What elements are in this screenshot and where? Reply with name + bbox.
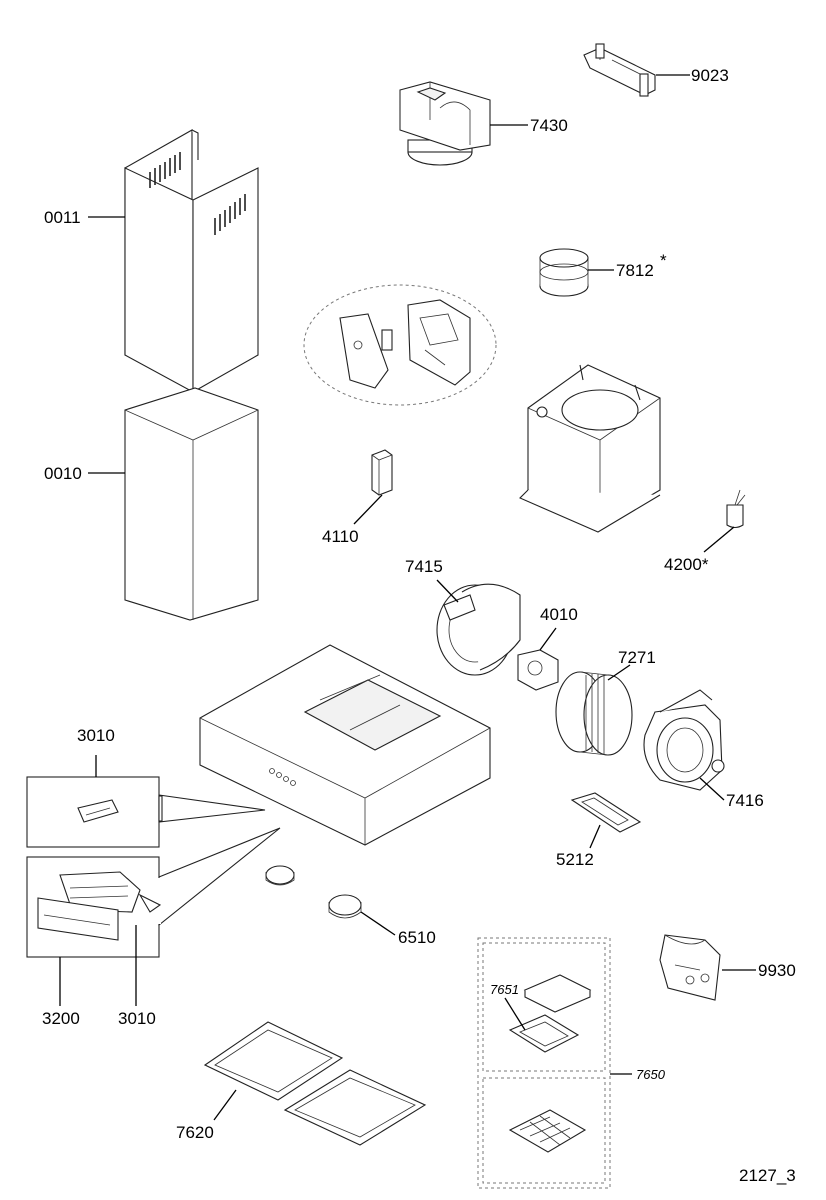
label-9930: 9930 bbox=[758, 961, 796, 980]
part-4110-connector[interactable] bbox=[371, 449, 393, 496]
label-3010-top: 3010 bbox=[77, 726, 115, 745]
label-0011: 0011 bbox=[44, 208, 81, 227]
label-7650: 7650 bbox=[636, 1067, 666, 1082]
label-9023: 9023 bbox=[691, 66, 729, 85]
label-7415: 7415 bbox=[405, 557, 443, 576]
leader-7416 bbox=[699, 777, 725, 801]
leader-7620 bbox=[213, 1089, 237, 1121]
leader-6510 bbox=[360, 911, 396, 936]
label-7812: 7812 bbox=[616, 261, 654, 280]
label-3010-bottom: 3010 bbox=[118, 1009, 156, 1028]
leader-4200 bbox=[703, 526, 735, 553]
part-4010-motor[interactable] bbox=[517, 649, 559, 691]
detail-3010-top[interactable] bbox=[26, 776, 266, 848]
part-0010-lower-chimney[interactable] bbox=[124, 387, 259, 621]
part-7620-grease-filters[interactable] bbox=[203, 1021, 427, 1146]
leader-7651 bbox=[504, 997, 526, 1031]
part-9930-accessory-bag[interactable] bbox=[659, 934, 721, 1001]
label-4200: 4200* bbox=[664, 555, 709, 574]
label-7271: 7271 bbox=[618, 648, 656, 667]
label-5212: 5212 bbox=[556, 850, 594, 869]
leader-4010 bbox=[539, 627, 557, 651]
label-6510: 6510 bbox=[398, 928, 436, 947]
leader-7271 bbox=[607, 664, 631, 681]
label-4010: 4010 bbox=[540, 605, 578, 624]
part-7415-blower-scroll[interactable] bbox=[436, 583, 521, 676]
part-knob-1[interactable] bbox=[265, 865, 295, 886]
part-7812-collar[interactable] bbox=[539, 248, 589, 297]
leader-4110 bbox=[353, 494, 383, 525]
label-3200: 3200 bbox=[42, 1009, 80, 1028]
label-7620: 7620 bbox=[176, 1123, 214, 1142]
label-7812-star: * bbox=[660, 251, 667, 270]
leader-7415 bbox=[436, 579, 459, 603]
part-7430-air-outlet[interactable] bbox=[399, 81, 491, 166]
label-4110: 4110 bbox=[322, 527, 359, 546]
part-9023-bracket[interactable] bbox=[583, 43, 656, 97]
part-control-box-group[interactable] bbox=[303, 284, 497, 406]
label-7430: 7430 bbox=[530, 116, 568, 135]
part-5212-light[interactable] bbox=[570, 792, 642, 833]
detail-3200-3010-bottom[interactable] bbox=[26, 827, 281, 958]
part-7271-fan-wheel[interactable] bbox=[555, 671, 633, 756]
part-0011-upper-chimney[interactable] bbox=[124, 129, 259, 393]
label-7651: 7651 bbox=[490, 982, 519, 997]
label-0010: 0010 bbox=[44, 464, 82, 483]
part-4200-capacitor[interactable] bbox=[726, 489, 746, 529]
part-motor-housing[interactable] bbox=[519, 364, 661, 533]
label-7416: 7416 bbox=[726, 791, 764, 810]
part-7416-motor-scroll[interactable] bbox=[643, 689, 725, 791]
part-6510-knob[interactable] bbox=[328, 894, 362, 919]
drawing-id: 2127_3 bbox=[739, 1166, 796, 1185]
kit-7650-charcoal-filters[interactable] bbox=[477, 937, 611, 1189]
leader-5212 bbox=[589, 824, 601, 849]
part-hood-canopy[interactable] bbox=[199, 644, 491, 846]
